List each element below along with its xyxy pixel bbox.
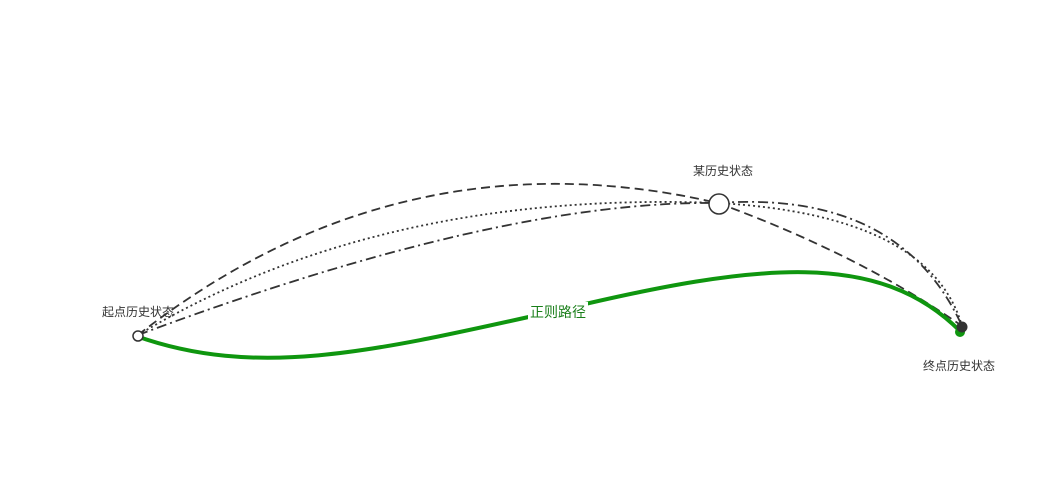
regular-path-label: 正则路径 [528,302,588,322]
middle-node [708,193,730,215]
start-node [132,330,144,342]
dashdot-curve-middle-to-end [717,201,963,327]
dotted-curve-middle-to-end [717,202,963,327]
end-node [956,321,968,333]
end-state-label: 终点历史状态 [923,359,996,373]
dashed-curve-middle-to-end [717,202,963,327]
start-state-label: 起点历史状态 [102,305,175,319]
dashed-curve-start-to-middle [137,182,719,336]
dashdot-curve-start-to-middle [137,202,719,336]
dotted-curve-start-to-middle [137,201,719,336]
middle-state-label: 某历史状态 [693,164,754,178]
